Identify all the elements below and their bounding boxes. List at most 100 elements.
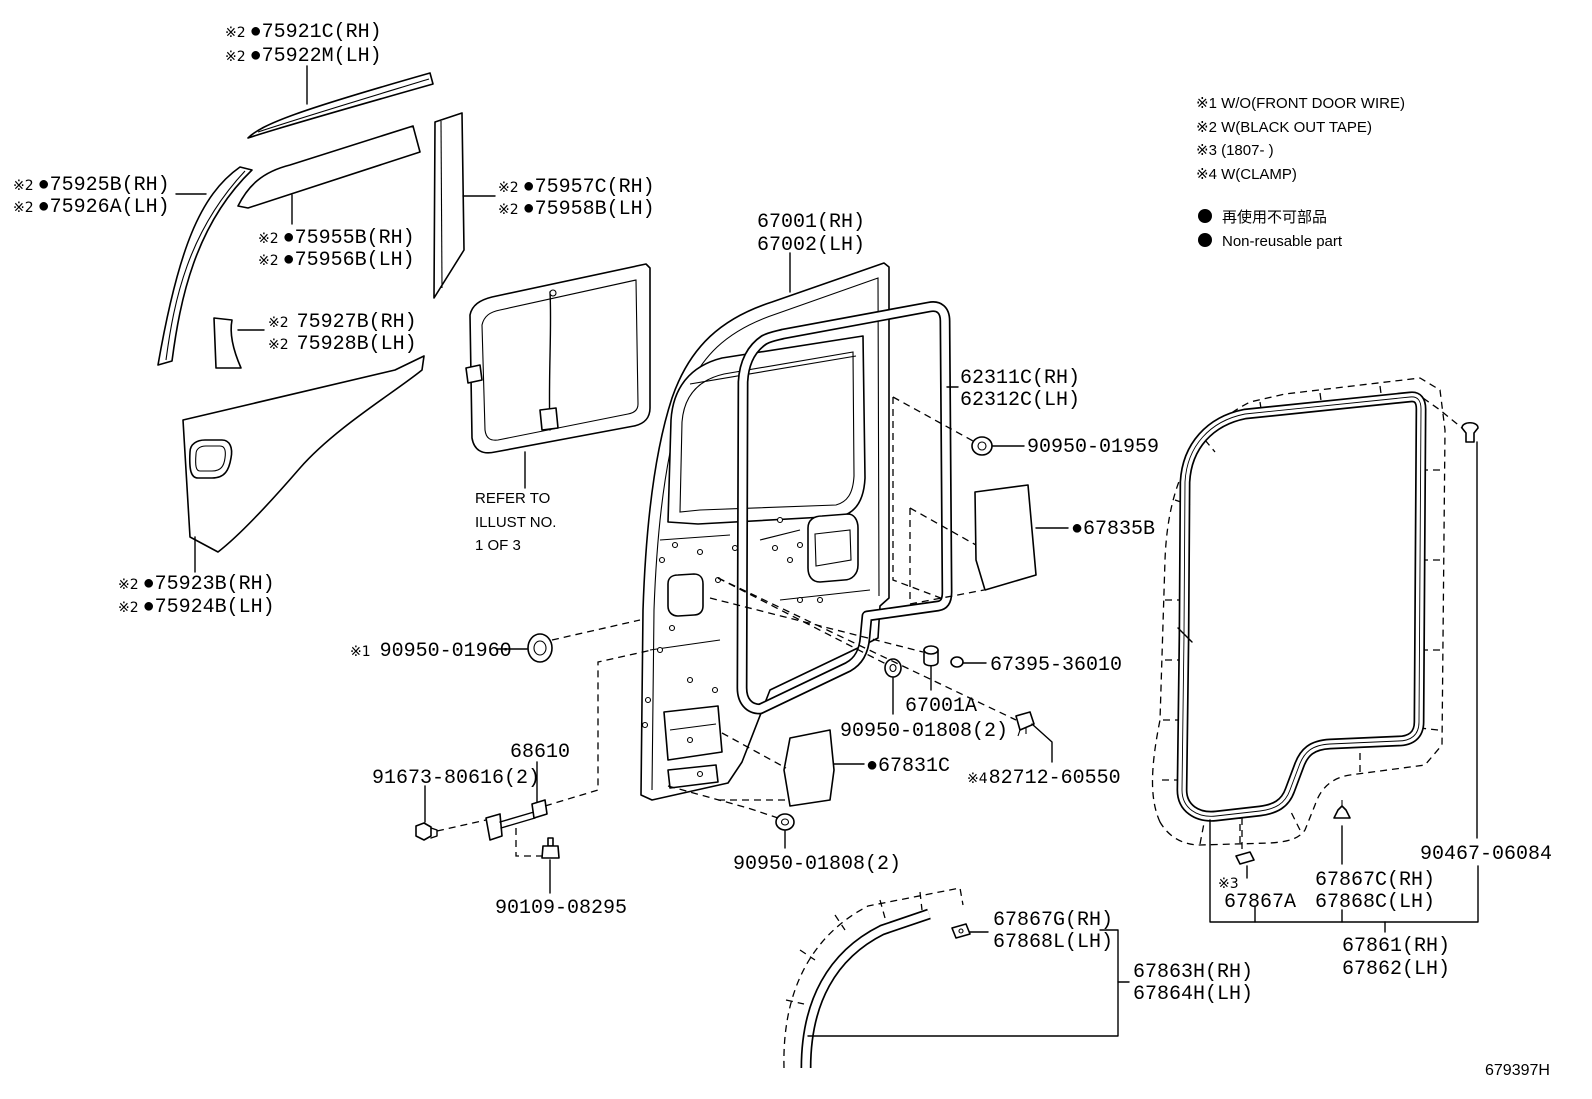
part-label-75925b: ※2●75925B(RH): [13, 174, 170, 197]
part-label-75921c: ※2●75921C(RH): [225, 21, 382, 44]
part-number: ●75921C(RH): [250, 21, 382, 44]
note-mark: ※2: [268, 315, 289, 331]
part-label-75955b: ※2●75955B(RH): [258, 227, 415, 250]
part-label-68610: 68610: [510, 741, 570, 764]
part-label-75928b: ※2 75928B(LH): [268, 333, 417, 356]
part-number: 75928B(LH): [297, 333, 417, 356]
part-number: 82712-60550: [989, 767, 1121, 790]
panel-75955b: [237, 125, 421, 209]
part-label-67001a: 67001A: [905, 695, 977, 718]
part-label-90950-01808-upper: 90950-01808(2): [840, 720, 1008, 743]
part-number: ●75956B(LH): [283, 249, 415, 272]
part-label-90467-06084: 90467-06084: [1420, 843, 1552, 866]
part-label-67001: 67001(RH): [757, 211, 865, 234]
bolt-90109-08295: [541, 837, 560, 859]
part-label-67864h: 67864H(LH): [1133, 983, 1253, 1006]
part-label-90109-08295: 90109-08295: [495, 897, 627, 920]
leader-lines: [175, 65, 1479, 1037]
note-mark: ※2: [498, 202, 519, 218]
part-label-67002: 67002(LH): [757, 234, 865, 257]
legend-non-reusable-jp: 再使用不可部品: [1222, 209, 1327, 226]
part-number: ●75922M(LH): [250, 45, 382, 68]
legend-note-2: ※2 W(BLACK OUT TAPE): [1196, 119, 1372, 136]
part-label-90950-01808-lower: 90950-01808(2): [733, 853, 901, 876]
part-label-91673-80616: 91673-80616(2): [372, 767, 540, 790]
molding-75921c: [247, 72, 434, 139]
part-label-67831c: ●67831C: [866, 755, 950, 778]
part-number: ●75955B(RH): [283, 227, 415, 250]
part-label-75924b: ※2●75924B(LH): [118, 596, 275, 619]
note-mark: ※2: [13, 178, 34, 194]
part-label-67868l: 67868L(LH): [993, 931, 1113, 954]
part-label-67861: 67861(RH): [1342, 935, 1450, 958]
door-check-68610: [485, 799, 548, 841]
trim-panel-75923b: [182, 355, 425, 553]
part-label-75922m: ※2●75922M(LH): [225, 45, 382, 68]
part-label-75927b: ※2 75927B(RH): [268, 311, 417, 334]
refer-line-3: 1 OF 3: [475, 537, 521, 554]
part-label-75956b: ※2●75956B(LH): [258, 249, 415, 272]
part-label-67867a: 67867A: [1224, 891, 1296, 914]
legend-note-4: ※4 W(CLAMP): [1196, 166, 1297, 183]
clip-67867a: [1235, 818, 1255, 865]
part-number: ●75924B(LH): [143, 596, 275, 619]
clamp-82712-60550: [1015, 711, 1035, 737]
part-label-90950-01959: 90950-01959: [1027, 436, 1159, 459]
part-label-75958b: ※2●75958B(LH): [498, 198, 655, 221]
note-mark: ※2: [498, 180, 519, 196]
part-label-75923b: ※2●75923B(RH): [118, 573, 275, 596]
clip-67867g: [951, 923, 971, 939]
non-reusable-bullet-icon: [1198, 209, 1212, 223]
note-mark: ※2: [258, 231, 279, 247]
window-frame-assembly: [465, 263, 651, 454]
part-label-67867g: 67867G(RH): [993, 909, 1113, 932]
weatherstrip-67863h: [783, 887, 964, 1069]
part-label-62311c: 62311C(RH): [960, 367, 1080, 390]
pillar-75957c: [433, 112, 465, 299]
part-number: 75927B(RH): [297, 311, 417, 334]
note-mark: ※2: [268, 337, 289, 353]
plug-67395-36010: [950, 656, 964, 668]
bolt-91673-80616: [415, 822, 438, 841]
part-number: ●75958B(LH): [523, 198, 655, 221]
part-number: 90950-01960: [380, 640, 512, 663]
part-number: ●75926A(LH): [38, 196, 170, 219]
part-label-75957c: ※2●75957C(RH): [498, 176, 655, 199]
grommet-90950-01960: [527, 633, 553, 663]
note-mark: ※4: [967, 771, 988, 787]
weatherstrip-62311c: [736, 301, 953, 715]
legend: ※1 W/O(FRONT DOOR WIRE) ※2 W(BLACK OUT T…: [1196, 95, 1405, 250]
note-mark: ※2: [118, 577, 139, 593]
part-label-67862: 67862(LH): [1342, 958, 1450, 981]
seal-67831c: [783, 729, 835, 807]
refer-line-1: REFER TO: [475, 490, 550, 507]
pillar-75925b: [157, 166, 253, 366]
note-mark-67867a: ※3: [1218, 876, 1239, 892]
figure-id: 679397H: [1485, 1062, 1550, 1079]
part-label-67863h: 67863H(RH): [1133, 961, 1253, 984]
legend-non-reusable-en: Non-reusable part: [1222, 233, 1343, 250]
seal-67835b: [974, 484, 1037, 591]
note-mark: ※2: [258, 253, 279, 269]
piece-75927b: [213, 317, 242, 369]
part-label-67868c: 67868C(LH): [1315, 891, 1435, 914]
refer-line-2: ILLUST NO.: [475, 514, 556, 531]
weatherstrip-67861: [1151, 377, 1446, 846]
door-panel-67001: [640, 262, 890, 801]
clip-90467-06084: [1422, 397, 1479, 443]
part-label-90950-01960: ※1 90950-01960: [350, 640, 512, 663]
part-label-67867c: 67867C(RH): [1315, 869, 1435, 892]
legend-note-3: ※3 (1807- ): [1196, 142, 1274, 159]
part-label-75926a: ※2●75926A(LH): [13, 196, 170, 219]
clip-90950-01959: [971, 436, 993, 456]
legend-note-1: ※1 W/O(FRONT DOOR WIRE): [1196, 95, 1405, 112]
stopper-67001a: [923, 645, 939, 667]
note-mark: ※1: [350, 644, 371, 660]
part-label-67835b: ●67835B: [1071, 518, 1155, 541]
note-mark: ※2: [225, 25, 246, 41]
assembly-dashed-lines: [436, 396, 1017, 857]
note-mark: ※2: [13, 200, 34, 216]
part-label-62312c: 62312C(LH): [960, 389, 1080, 412]
part-number: ●75957C(RH): [523, 176, 655, 199]
